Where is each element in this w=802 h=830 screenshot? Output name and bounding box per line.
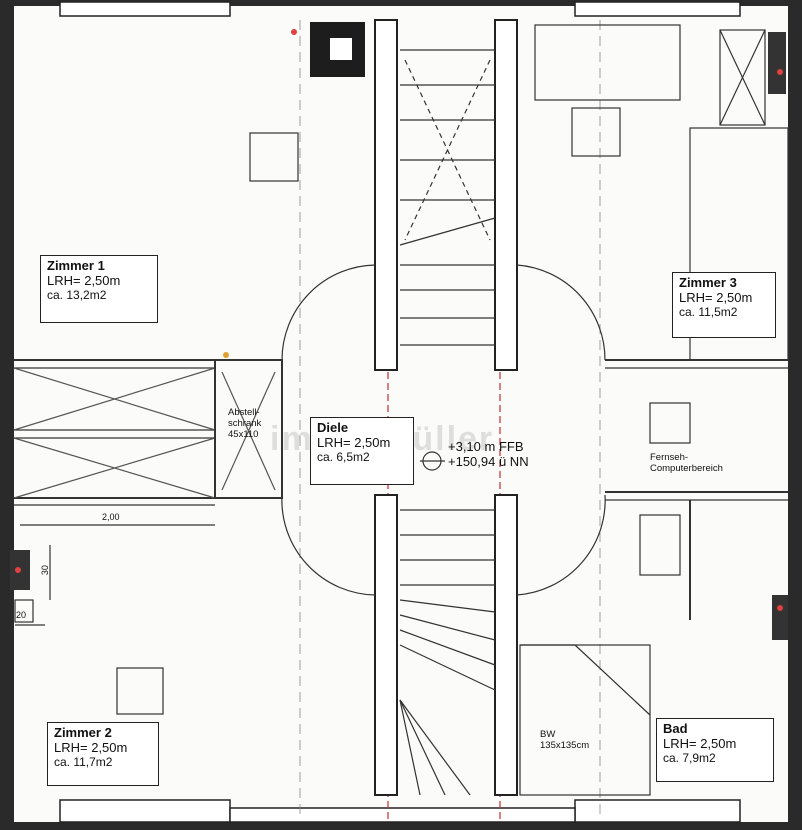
north-wall: [0, 0, 802, 6]
abstell-size: 45x110: [228, 428, 259, 440]
room-label-zimmer-1: Zimmer 1 LRH= 2,50m ca. 13,2m2: [40, 255, 158, 323]
abstell-line2: schrank: [228, 417, 262, 429]
room-height: LRH= 2,50m: [663, 735, 737, 751]
room-label-bad: Bad LRH= 2,50m ca. 7,9m2: [656, 718, 774, 782]
west-wall: [0, 0, 14, 830]
room-height: LRH= 2,50m: [54, 739, 128, 755]
radiator-markers: [10, 22, 788, 640]
dimension-30: 30: [39, 565, 50, 576]
room-name: Diele: [317, 420, 349, 435]
dimension-200: 2,00: [102, 512, 120, 522]
bw-name: BW: [540, 729, 556, 740]
room-area: ca. 11,5m2: [679, 304, 738, 319]
east-wall: [788, 0, 802, 830]
level-label: +3,10 m FFB +150,94 ü NN: [448, 439, 529, 470]
room-label-diele: Diele LRH= 2,50m ca. 6,5m2: [310, 417, 414, 485]
nn-level: +150,94 ü NN: [448, 453, 529, 469]
window-top-left: [59, 1, 231, 17]
room-area: ca. 6,5m2: [317, 449, 370, 464]
room-area: ca. 11,7m2: [54, 754, 113, 769]
room-label-zimmer-2: Zimmer 2 LRH= 2,50m ca. 11,7m2: [47, 722, 159, 786]
room-label-zimmer-3: Zimmer 3 LRH= 2,50m ca. 11,5m2: [672, 272, 776, 338]
room-name: Bad: [663, 721, 688, 736]
window-top-right: [574, 1, 741, 17]
fernseh-line1: Fernseh-: [650, 452, 689, 463]
room-area: ca. 7,9m2: [663, 750, 716, 765]
room-name: Zimmer 3: [679, 275, 737, 290]
room-name: Zimmer 1: [47, 258, 105, 273]
ffb-level: +3,10 m FFB: [448, 439, 524, 454]
abstellschrank-label: Abstell- schrank 45x110: [228, 407, 262, 441]
fernseh-line2: Computerbereich: [650, 462, 723, 474]
room-height: LRH= 2,50m: [47, 272, 121, 288]
dimension-20: 20: [16, 610, 27, 620]
bw-size: 135x135cm: [540, 739, 590, 751]
windows: [59, 1, 741, 823]
bw-label: BW 135x135cm: [540, 729, 590, 752]
window-bottom-left: [59, 799, 231, 823]
abstell-line1: Abstell-: [228, 407, 260, 418]
room-height: LRH= 2,50m: [317, 434, 391, 450]
interior-lines: [13, 19, 789, 820]
south-wall: [0, 822, 802, 830]
room-name: Zimmer 2: [54, 725, 112, 740]
window-bottom-middle: [229, 807, 576, 823]
room-height: LRH= 2,50m: [679, 289, 753, 305]
room-area: ca. 13,2m2: [47, 287, 107, 302]
fernseh-label: Fernseh- Computerbereich: [650, 452, 723, 475]
